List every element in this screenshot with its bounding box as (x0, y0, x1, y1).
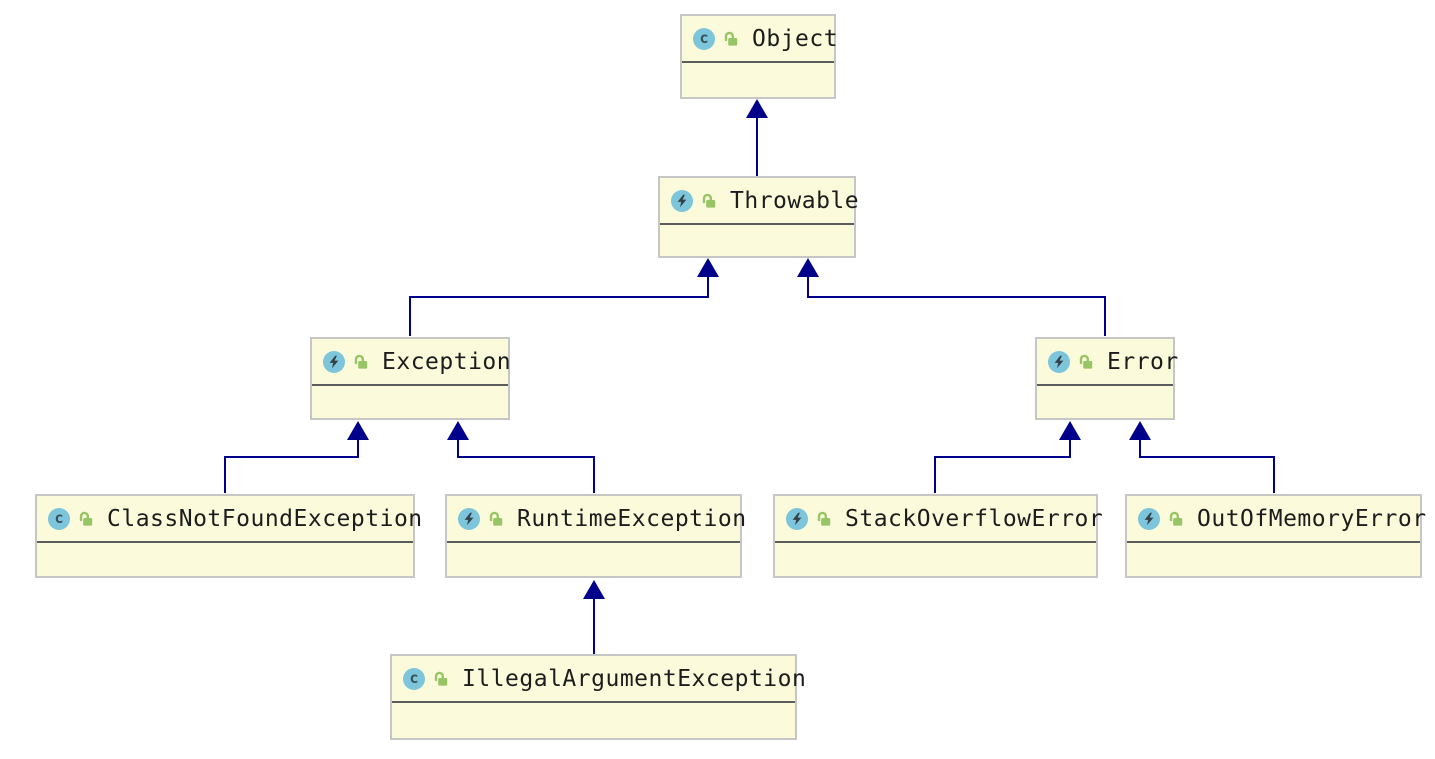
exception-class-icon (671, 189, 693, 212)
members-compartment (37, 543, 413, 576)
class-icon: c (693, 27, 715, 50)
node-title: Exception (312, 339, 512, 386)
edge-outofmemoryerror-extends-error (1139, 439, 1275, 493)
arrowhead (583, 580, 605, 599)
members-compartment (1037, 386, 1173, 418)
members-compartment (682, 63, 834, 97)
edge-exception-extends-throwable (409, 277, 709, 336)
exception-class-icon (1048, 350, 1070, 373)
open-lock-icon (352, 353, 369, 370)
open-lock-icon (815, 510, 832, 527)
members-compartment (312, 386, 508, 418)
members-compartment (660, 225, 854, 256)
node-title: Error (1037, 339, 1178, 386)
edge-classnotfoundexception-extends-exception (224, 439, 359, 493)
class-name: Throwable (730, 187, 860, 214)
arrowhead (1059, 421, 1081, 440)
node-title: RuntimeException (447, 496, 746, 543)
exception-class-icon (1138, 507, 1160, 530)
arrowhead (447, 421, 469, 440)
open-lock-icon (432, 670, 449, 687)
arrowhead (697, 258, 719, 277)
arrowhead (1129, 421, 1151, 440)
class-name: ClassNotFoundException (107, 505, 423, 532)
class-node-exception[interactable]: Exception (310, 337, 512, 420)
node-title: c ClassNotFoundException (37, 496, 422, 543)
members-compartment (392, 703, 795, 738)
node-title: c Object (682, 16, 838, 63)
members-compartment (447, 543, 740, 576)
members-compartment (775, 543, 1096, 576)
class-icon: c (48, 507, 70, 530)
arrowhead (797, 258, 819, 277)
arrowhead (746, 99, 768, 118)
edge-runtimeexception-extends-exception (457, 439, 595, 493)
class-node-outofmemoryerror[interactable]: OutOfMemoryError (1125, 494, 1426, 578)
open-lock-icon (487, 510, 504, 527)
class-name: IllegalArgumentException (462, 665, 807, 692)
open-lock-icon (1167, 510, 1184, 527)
class-node-throwable[interactable]: Throwable (658, 176, 859, 258)
class-name: Exception (382, 348, 512, 375)
exception-class-icon (458, 507, 480, 530)
node-title: OutOfMemoryError (1127, 496, 1426, 543)
exception-class-icon (323, 350, 345, 373)
node-title: c IllegalArgumentException (392, 656, 806, 703)
class-node-error[interactable]: Error (1035, 337, 1178, 420)
class-name: Object (752, 25, 839, 52)
members-compartment (1127, 543, 1420, 576)
arrowhead (347, 421, 369, 440)
open-lock-icon (700, 192, 717, 209)
open-lock-icon (1077, 353, 1094, 370)
class-node-object[interactable]: c Object (680, 14, 838, 99)
class-name: RuntimeException (517, 505, 747, 532)
class-icon: c (403, 667, 425, 690)
class-node-illegalargumentexception[interactable]: c IllegalArgumentException (390, 654, 806, 740)
edge-stackoverflowerror-extends-error (934, 439, 1071, 493)
exception-class-icon (786, 507, 808, 530)
open-lock-icon (722, 30, 739, 47)
open-lock-icon (77, 510, 94, 527)
class-name: OutOfMemoryError (1197, 505, 1427, 532)
class-node-classnotfoundexception[interactable]: c ClassNotFoundException (35, 494, 422, 578)
class-name: StackOverflowError (845, 505, 1104, 532)
node-title: StackOverflowError (775, 496, 1103, 543)
class-node-runtimeexception[interactable]: RuntimeException (445, 494, 746, 578)
class-name: Error (1107, 348, 1179, 375)
edge-error-extends-throwable (807, 277, 1106, 336)
node-title: Throwable (660, 178, 859, 225)
class-node-stackoverflowerror[interactable]: StackOverflowError (773, 494, 1103, 578)
